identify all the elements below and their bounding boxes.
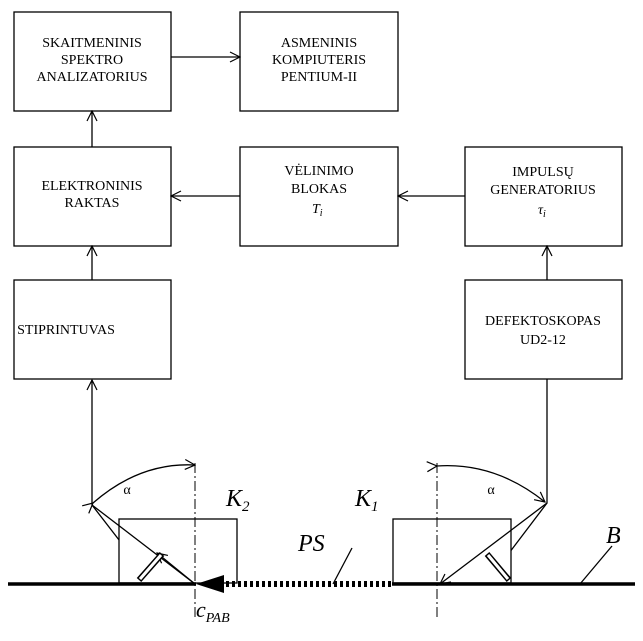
spectrum-analyzer-line-2: SPEKTRO [61,53,123,68]
pulse-generator-block [464,146,623,247]
k2-label: K2 [225,486,250,515]
amplifier-block [13,279,172,380]
probe-k2 [118,518,238,584]
spectrum-analyzer-line-1: SKAITMENINIS [42,36,142,51]
right-angle-arc [437,466,545,502]
b-leader-line [579,545,613,585]
right-probe-beam-arrow [440,502,548,584]
delay-line-2: BLOKAS [291,182,347,197]
surface-wave-arrowhead [196,575,224,593]
computer-block [239,11,399,112]
left-probe-return-arrow [157,553,196,585]
pulse-generator-line-2: GENERATORIUS [490,183,596,198]
ps-leader-line [332,547,353,585]
electronic-switch-line-2: RAKTAS [65,196,120,211]
b-label: B [606,523,621,549]
spectrum-analyzer-block [13,11,172,112]
flaw-detector-line-1: DEFEKTOSKOPAS [485,314,601,329]
left-alpha-label: α [123,483,131,498]
delay-line-1: VĖLINIMO [284,163,353,179]
c-pab-label: cPAB [196,597,230,626]
computer-line-2: KOMPIUTERIS [272,53,366,68]
flaw-detector-block [464,279,623,380]
spectrum-analyzer-line-3: ANALIZATORIUS [37,70,148,85]
electronic-switch-line-1: ELEKTRONINIS [41,179,142,194]
flaw-detector-line-2: UD2-12 [520,333,566,348]
k1-label: K1 [354,486,379,515]
computer-line-3: PENTIUM-II [281,70,358,85]
amplifier-label: STIPRINTUVAS [17,323,115,338]
probe-k1 [392,518,512,584]
computer-line-1: ASMENINIS [281,36,357,51]
pulse-generator-line-1: IMPULSŲ [512,165,573,180]
delay-symbol: Ti [312,202,323,219]
left-angle-arc [93,465,195,503]
ps-label: PS [297,531,325,557]
delay-block [239,146,399,247]
pulse-generator-symbol: τi [538,203,546,220]
right-alpha-label: α [487,483,495,498]
